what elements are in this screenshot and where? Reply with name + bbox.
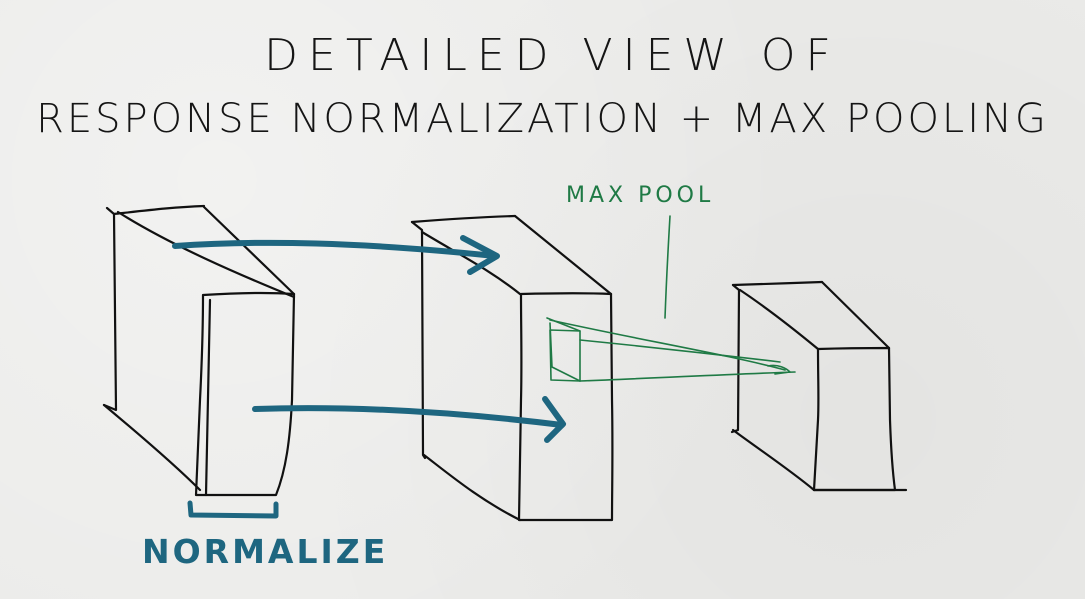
max-pool-label: MAX POOL bbox=[566, 183, 714, 208]
input-volume-back-edge bbox=[102, 206, 118, 412]
pooled-volume-front-face bbox=[812, 346, 897, 492]
normalize-label: NORMALIZE bbox=[142, 532, 388, 571]
pool-cube-side bbox=[549, 322, 581, 382]
pooled-volume-top-slant bbox=[738, 288, 820, 351]
input-volume-front-face bbox=[194, 291, 296, 497]
pooled-volume-diagonal bbox=[820, 280, 891, 350]
arrow-lower-head bbox=[542, 396, 566, 443]
input-volume-block bbox=[102, 204, 296, 497]
arrow-upper-head bbox=[460, 235, 500, 275]
normalized-volume-back-edge bbox=[410, 220, 427, 460]
pool-projection-target bbox=[767, 364, 791, 375]
input-volume-top-slant bbox=[116, 210, 296, 299]
pooled-volume-block bbox=[730, 280, 908, 492]
normalized-volume-front-face bbox=[517, 292, 614, 522]
pool-projection-middle bbox=[579, 339, 781, 363]
pool-projection-bottom bbox=[579, 371, 796, 382]
arrow-upper-shaft bbox=[172, 239, 498, 259]
max-pool-leader-line bbox=[664, 215, 671, 319]
title-line-2: RESPONSE NORMALIZATION + MAX POOLING bbox=[36, 96, 1049, 142]
arrow-lower-shaft bbox=[252, 405, 565, 428]
normalized-volume-bottom-slant bbox=[422, 453, 522, 522]
normalized-volume-diagonal bbox=[513, 214, 613, 296]
input-volume-front-inner-edge bbox=[204, 298, 212, 497]
pool-projection-top bbox=[549, 319, 786, 371]
normalized-volume-top-edge bbox=[410, 214, 517, 224]
input-volume-bottom-slant bbox=[102, 403, 202, 492]
pooled-volume-bottom-slant bbox=[731, 428, 816, 492]
normalization-arrows bbox=[172, 235, 566, 519]
input-volume-top-edge bbox=[112, 204, 206, 216]
pooled-volume-top-edge bbox=[731, 280, 824, 287]
max-pool-window bbox=[546, 215, 796, 382]
title-line-1: DETAILED VIEW OF bbox=[264, 30, 841, 81]
normalize-bracket bbox=[187, 500, 279, 519]
normalized-volume-block bbox=[410, 214, 614, 522]
input-volume-diagonal bbox=[202, 205, 296, 296]
normalized-volume-top-slant bbox=[420, 230, 522, 296]
